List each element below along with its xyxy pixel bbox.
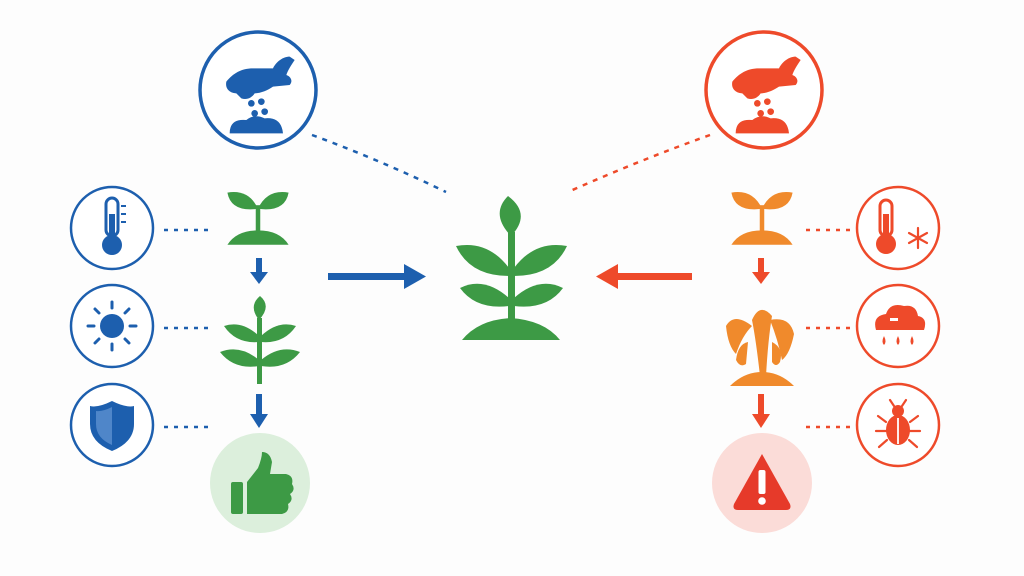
factor-protection	[69, 382, 155, 468]
down-arrow	[752, 258, 770, 284]
thumbs-up-icon	[231, 452, 294, 514]
seedling-icon	[227, 192, 289, 245]
bad-outcome-badge	[712, 433, 812, 533]
left-source-circle	[198, 30, 318, 150]
growing-plant-icon	[220, 296, 300, 384]
healthy-plant-icon	[456, 196, 567, 340]
seedling-icon	[731, 192, 793, 245]
factor-sunlight	[69, 283, 155, 369]
right-source-circle	[704, 30, 824, 150]
good-outcome-badge	[210, 433, 310, 533]
left-source-connector	[311, 133, 447, 194]
pest-bug-icon	[874, 398, 922, 449]
thermometer-cold-icon	[876, 198, 929, 254]
warning-icon	[733, 454, 791, 510]
sun-icon	[86, 300, 138, 352]
factor-temperature	[69, 185, 155, 271]
right-source-connector	[567, 133, 711, 194]
arrow-to-center-right	[596, 264, 692, 289]
wilted-plant-icon	[726, 309, 794, 386]
arrow-to-center-left	[328, 264, 426, 289]
thermometer-icon	[102, 196, 126, 255]
factor-rain	[855, 283, 941, 369]
factor-cold	[855, 185, 941, 271]
down-arrow	[752, 394, 770, 428]
down-arrow	[250, 394, 268, 428]
snowflake-icon	[907, 226, 929, 250]
factor-pests	[855, 382, 941, 468]
rain-cloud-icon	[875, 305, 926, 345]
down-arrow	[250, 258, 268, 284]
left-branch	[69, 30, 447, 533]
right-branch	[567, 30, 941, 533]
